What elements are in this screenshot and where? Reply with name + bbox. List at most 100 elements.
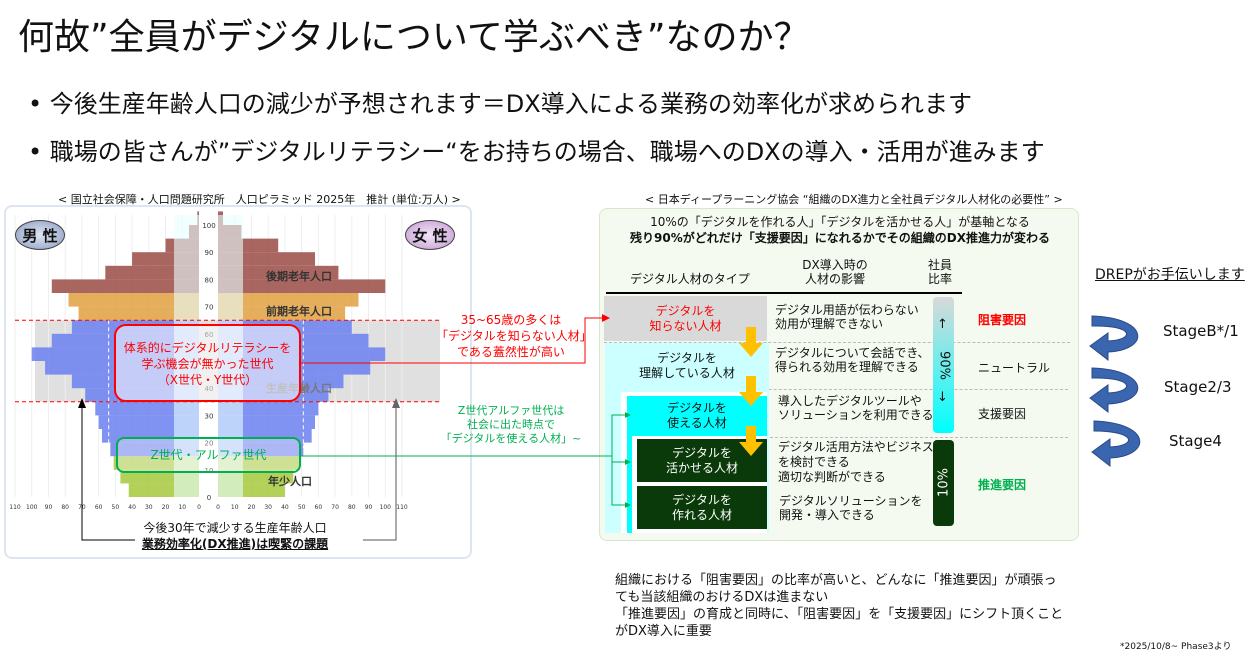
- x-tick-male: 110: [9, 504, 21, 511]
- pyramid-caption: < 国立社会保障・人口問題研究所 人口ピラミッド 2025年 推計 (単位:万人…: [58, 193, 461, 206]
- impact-line: 導入したデジタルツールや: [778, 394, 922, 408]
- x-tick-female: 90: [365, 504, 373, 511]
- label-neutral: ニュートラル: [978, 361, 1051, 375]
- conclusion-line-bold: 業務効率化(DX推進)は喫緊の課題: [141, 537, 329, 551]
- x-tick-male: 100: [26, 504, 38, 511]
- age-tick: 100: [202, 222, 215, 230]
- x-tick-female: 10: [231, 504, 239, 511]
- xy-line: 体系的にデジタルリテラシーを: [123, 341, 292, 355]
- green-note: Z世代アルファ世代は社会に出た時点で「デジタルを使える人材」~: [436, 404, 586, 446]
- male-bar: [51, 279, 199, 293]
- ratio-bar-90: [933, 297, 954, 433]
- age-tick: 20: [205, 440, 214, 448]
- label-late-elderly: 後期老年人口: [266, 270, 332, 283]
- x-tick-male: 0: [197, 504, 201, 511]
- x-tick-female: 30: [264, 504, 272, 511]
- type-understand: デジタルを理解している人材: [605, 343, 769, 388]
- note-line: 社会に出た時点で: [467, 418, 555, 431]
- footnote: *2025/10/8~ Phase3より: [1120, 642, 1232, 652]
- conclusion-line: 組織における「阻害要因」の比率が高いと、どんなに「推進要因」が頑張っ: [615, 573, 1057, 588]
- down-arrow-small-icon: ↓: [937, 390, 948, 405]
- male-bar: [78, 306, 199, 321]
- drep-title: DREPがお手伝いします: [1095, 267, 1245, 283]
- x-tick-male: 20: [162, 504, 170, 511]
- bullet-1: • 今後生産年齢人口の減少が予想されます＝DX導入による業務の効率化が求められま…: [28, 84, 972, 119]
- bullet-2: • 職場の皆さんが”デジタルリテラシー“をお持ちの場合、職場へのDXの導入・活用…: [28, 132, 1045, 167]
- down-arrow-icon: [739, 426, 763, 456]
- male-bar: [98, 415, 199, 429]
- stage-1: StageB*/1: [1163, 322, 1239, 340]
- type-line: デジタルを: [655, 303, 716, 318]
- x-tick-male: 60: [95, 504, 103, 511]
- hdr-line: 社員: [927, 258, 952, 272]
- note-line: 「デジタルを使える人材」~: [440, 432, 582, 445]
- bullet-text: 今後生産年齢人口の減少が予想されます＝DX導入による業務の効率化が求められます: [49, 90, 972, 118]
- curved-arrow-icons: [1089, 315, 1140, 468]
- type-leverage: デジタルを活かせる人材: [637, 439, 767, 482]
- label-youth: 年少人口: [268, 475, 312, 488]
- col-header-ratio: 社員比率: [925, 258, 955, 286]
- type-use: デジタルを使える人材: [627, 396, 767, 436]
- col-header-impact: DX導入時の人材の影響: [795, 258, 875, 286]
- female-bar: [218, 265, 339, 280]
- x-tick-female: 70: [331, 504, 339, 511]
- x-tick-male: 90: [45, 504, 53, 511]
- x-tick-female: 100: [380, 504, 392, 511]
- female-bar: [218, 401, 319, 416]
- note-line: 「デジタルを知らない人材」: [436, 329, 592, 343]
- age-tick: 80: [205, 276, 214, 284]
- note-line: Z世代アルファ世代は: [457, 404, 565, 417]
- female-bar: [218, 306, 346, 321]
- x-tick-female: 20: [248, 504, 256, 511]
- x-tick-male: 30: [145, 504, 153, 511]
- female-badge: 女 性: [405, 220, 455, 250]
- x-tick-female: 40: [281, 504, 289, 511]
- type-line: 理解している人材: [639, 365, 735, 380]
- type-create: デジタルを作れる人材: [637, 486, 767, 529]
- hdr-line: DX導入時の: [802, 258, 868, 272]
- divider: [618, 389, 1068, 390]
- stage-2: Stage2/3: [1164, 378, 1232, 396]
- type-line: 作れる人材: [671, 507, 732, 522]
- x-tick-male: 80: [61, 504, 69, 511]
- impact-use: 導入したデジタルツールやソリューションを利用できる: [778, 394, 934, 422]
- bullet-text: 職場の皆さんが”デジタルリテラシー“をお持ちの場合、職場へのDXの導入・活用が進…: [49, 138, 1045, 166]
- down-arrow-icon: [739, 376, 763, 406]
- male-bar: [95, 401, 199, 416]
- age-tick: 10: [205, 467, 214, 475]
- x-tick-female: 80: [348, 504, 356, 511]
- xy-line: 学ぶ機会が無かった世代: [141, 357, 274, 371]
- impact-line: ソリューションを利用できる: [778, 408, 934, 422]
- male-badge: 男 性: [15, 220, 65, 250]
- hdr-line: 比率: [927, 272, 952, 286]
- impact-line: デジタル活用方法やビジネス: [778, 440, 934, 454]
- female-bar: [218, 293, 359, 307]
- label-early-elderly: 前期老年人口: [266, 305, 332, 318]
- conclusion-line: 今後30年で減少する生産年齢人口: [143, 521, 327, 535]
- note-line: である蓋然性が高い: [457, 345, 565, 359]
- impact-line: 適切な判断ができる: [778, 470, 886, 484]
- impact-line: デジタルソリューションを: [779, 494, 923, 508]
- bullet-glyph: •: [28, 138, 43, 166]
- stage-3: Stage4: [1169, 432, 1222, 450]
- impact-unaware: デジタル用語が伝わらない効用が理解できない: [775, 303, 919, 331]
- type-line: デジタルを: [657, 350, 717, 365]
- header-rule: [606, 292, 962, 294]
- arrowhead-icon: [78, 398, 86, 408]
- hdr-line: 人材の影響: [804, 272, 865, 286]
- z-generation-box: Z世代・アルファ世代: [116, 437, 301, 473]
- impact-understand: デジタルについて会話でき、得られる効用を理解できる: [775, 346, 930, 374]
- conclusion-line: がDX導入に重要: [615, 624, 712, 639]
- impact-line: 開発・導入できる: [779, 508, 875, 522]
- x-tick-male: 10: [178, 504, 186, 511]
- x-tick-female: 50: [298, 504, 306, 511]
- conclusion-line: 「推進要因」の育成と同時に、「阻害要因」を「支援要因」にシフト頂くこと: [615, 607, 1064, 622]
- dx-caption: < 日本ディープラーニング協会 “組織のDX進力と全社員デジタル人材化の必要性”…: [645, 193, 1063, 206]
- impact-line: デジタルについて会話でき、: [775, 346, 930, 360]
- x-tick-male: 40: [128, 504, 136, 511]
- conclusion-line: ても当該組織のおけるDXは進まない: [615, 590, 829, 605]
- male-bar: [68, 293, 199, 307]
- type-line: デジタルを: [667, 401, 727, 415]
- x-tick-male: 50: [112, 504, 120, 511]
